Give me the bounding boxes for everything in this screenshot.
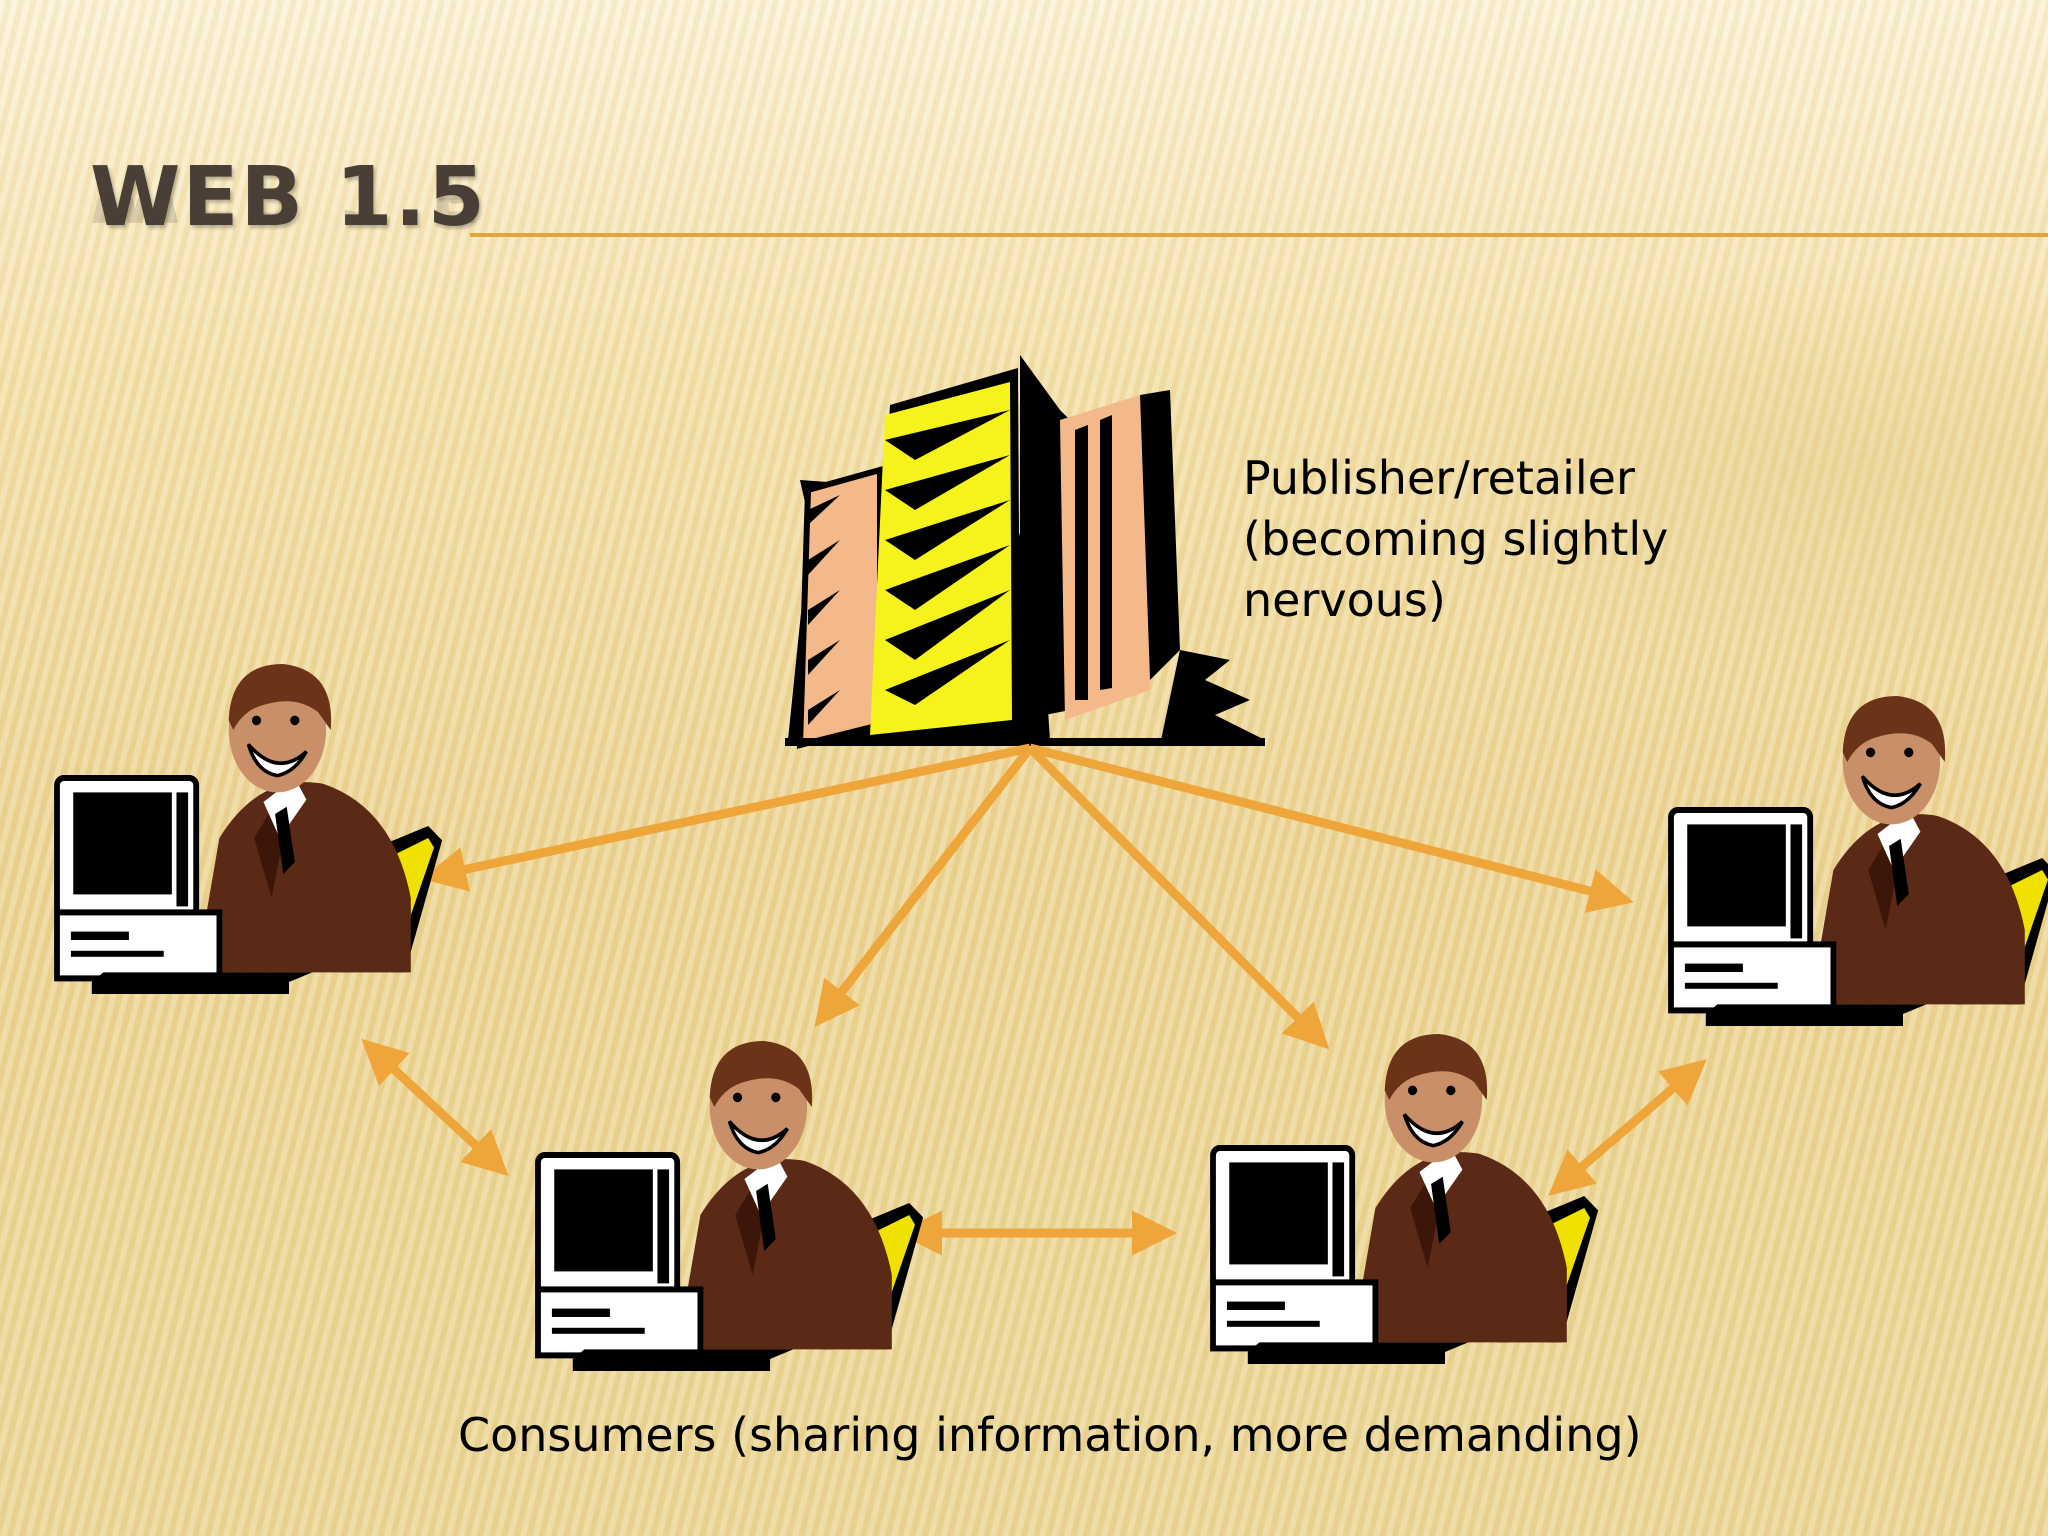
person-at-computer-icon xyxy=(1213,1034,1598,1364)
arrow-building-to-right-consumer xyxy=(1028,743,1634,913)
arrow-bottom-right-to-right-consumer xyxy=(1548,1059,1707,1196)
consumers-label: Consumers (sharing information, more dem… xyxy=(458,1408,1642,1462)
publisher-label-line: nervous) xyxy=(1243,573,1446,627)
arrow-building-to-left-consumer xyxy=(421,743,1031,892)
slide-title: WEB 1.5 xyxy=(90,150,487,245)
office-building-icon xyxy=(785,355,1265,749)
arrow-left-to-bottom-left-consumer xyxy=(361,1038,509,1177)
arrow-building-to-bottom-left-consumer xyxy=(814,745,1034,1028)
publisher-label-line: Publisher/retailer xyxy=(1243,451,1635,505)
person-at-computer-icon xyxy=(1671,696,2048,1026)
connection-arrows xyxy=(361,743,1707,1256)
arrow-building-to-bottom-right-consumer xyxy=(1026,744,1330,1050)
publisher-label-line: (becoming slightly xyxy=(1243,512,1669,566)
title-underline xyxy=(470,233,2048,237)
publisher-label: Publisher/retailer (becoming slightly ne… xyxy=(1243,448,1723,631)
person-at-computer-icon xyxy=(538,1041,923,1371)
person-at-computer-icon xyxy=(57,664,442,994)
